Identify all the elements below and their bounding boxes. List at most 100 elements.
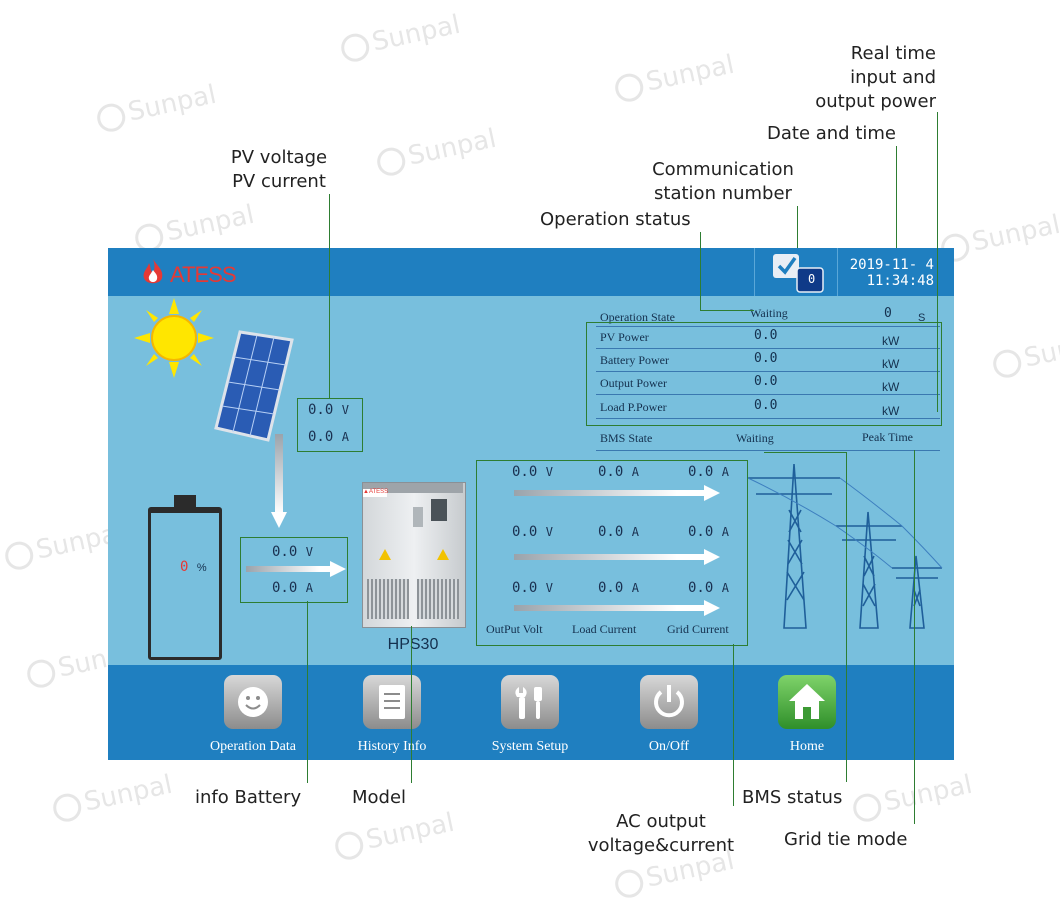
home-label[interactable]: Home xyxy=(789,739,825,754)
ac-flow-arrowhead-2 xyxy=(704,549,720,565)
table-row: Output Power 0.0 kW xyxy=(596,372,940,395)
watermark: Sunpal xyxy=(374,124,499,179)
bms-state-label: BMS State xyxy=(600,431,653,445)
load-power-value: 0.0 xyxy=(754,398,778,413)
watermark: Sunpal xyxy=(612,50,737,105)
callout-info-battery: info Battery xyxy=(195,787,302,808)
callout-realtime-power: Real time input and output power xyxy=(815,43,936,112)
grid-towers-image xyxy=(747,463,943,629)
callout-grid-tie: Grid tie mode xyxy=(784,829,908,850)
table-row: PV Power 0.0 kW xyxy=(596,326,940,349)
table-row: Load P.Power 0.0 kW xyxy=(596,396,940,419)
watermark: Sunpal xyxy=(338,10,463,65)
ac-load-current-2: 0.0 A xyxy=(598,524,639,540)
label-output-volt: OutPut Volt xyxy=(486,622,543,636)
pv-current: 0.0 A xyxy=(308,429,349,445)
ac-output-volt-1: 0.0 V xyxy=(512,464,553,480)
battery-voltage: 0.0 V xyxy=(272,544,313,560)
system-setup-label[interactable]: System Setup xyxy=(491,739,569,754)
callout-line xyxy=(700,232,701,310)
battery-icon xyxy=(148,507,222,660)
battery-readings-box xyxy=(240,537,348,603)
callout-line xyxy=(797,206,798,248)
tools-icon xyxy=(515,687,542,719)
pv-power-label: PV Power xyxy=(600,330,649,344)
system-setup-button[interactable] xyxy=(501,675,559,729)
ac-grid-current-3: 0.0 A xyxy=(688,580,729,596)
callout-line xyxy=(846,452,847,782)
home-icon xyxy=(789,684,825,719)
callout-bms-status: BMS status xyxy=(742,787,843,808)
callout-line xyxy=(914,450,915,824)
comm-station-panel[interactable]: 0 xyxy=(754,248,838,296)
callout-comm-station: Communication station number xyxy=(652,159,794,204)
ac-flow-arrow-2 xyxy=(514,554,706,560)
operation-data-label[interactable]: Operation Data xyxy=(210,739,296,754)
bms-state-row: BMS State Waiting Peak Time xyxy=(596,428,940,451)
power-icon xyxy=(654,685,684,718)
battery-power-label: Battery Power xyxy=(600,353,669,367)
sun-icon xyxy=(134,298,214,378)
operation-state-label: Operation State xyxy=(600,310,675,324)
watermark: Sunpal xyxy=(94,80,219,135)
callout-line xyxy=(307,601,308,783)
operation-timer: 0 xyxy=(884,306,892,321)
callout-line xyxy=(764,452,846,453)
ac-output-volt-3: 0.0 V xyxy=(512,580,553,596)
callout-date-time: Date and time xyxy=(767,123,896,144)
callout-ac-output: AC output voltage&current xyxy=(587,811,735,856)
ac-load-current-3: 0.0 A xyxy=(598,580,639,596)
grid-tie-mode-value: Peak Time xyxy=(862,430,914,444)
label-load-current: Load Current xyxy=(572,622,637,636)
callout-line xyxy=(733,644,734,806)
date-time: 2019-11- 4 11:34:48 xyxy=(844,257,934,289)
hmi-screen: ATESS 0 2019-11- 4 11:34:48 xyxy=(108,248,954,760)
battery-arrow xyxy=(246,566,332,572)
callout-model: Model xyxy=(352,787,407,808)
time-text: 11:34:48 xyxy=(866,273,934,289)
battery-current: 0.0 A xyxy=(272,580,313,596)
bms-state-value: Waiting xyxy=(736,431,774,445)
ac-flow-arrow-1 xyxy=(514,490,706,496)
load-power-label: Load P.Power xyxy=(600,400,667,414)
top-bar: ATESS 0 2019-11- 4 11:34:48 xyxy=(108,248,954,296)
callout-line xyxy=(700,310,754,311)
solar-panel-icon xyxy=(214,330,294,442)
date-text: 2019-11- 4 xyxy=(849,257,934,273)
operation-data-button[interactable] xyxy=(224,675,282,729)
table-row: Battery Power 0.0 kW xyxy=(596,349,940,372)
watermark: Sunpal xyxy=(990,326,1060,381)
ac-load-current-1: 0.0 A xyxy=(598,464,639,480)
watermark: Sunpal xyxy=(332,808,457,863)
ac-flow-arrowhead-3 xyxy=(704,600,720,616)
home-button[interactable] xyxy=(778,675,836,729)
document-icon xyxy=(379,685,405,719)
on-off-label[interactable]: On/Off xyxy=(648,739,690,754)
watermark: Sunpal xyxy=(132,200,257,255)
watermark: Sunpal xyxy=(938,210,1060,265)
history-info-label[interactable]: History Info xyxy=(357,739,427,754)
pv-down-arrowhead xyxy=(271,512,287,528)
smiley-icon xyxy=(238,687,268,717)
battery-power-unit: kW xyxy=(882,357,900,371)
pv-power-value: 0.0 xyxy=(754,328,778,343)
ac-grid-current-1: 0.0 A xyxy=(688,464,729,480)
pv-readings-box xyxy=(297,398,363,452)
flame-icon xyxy=(143,259,163,284)
ac-output-box xyxy=(476,460,748,646)
comm-station-number: 0 xyxy=(808,272,816,286)
pv-power-unit: kW xyxy=(882,334,900,348)
callout-operation-status: Operation status xyxy=(540,209,691,230)
callout-line xyxy=(896,146,897,248)
on-off-button[interactable] xyxy=(640,675,698,729)
callout-line xyxy=(329,194,330,398)
ac-output-volt-2: 0.0 V xyxy=(512,524,553,540)
battery-terminal xyxy=(174,495,196,507)
inverter-cabinet-image: ▲ATESS xyxy=(362,482,466,628)
brand-logo: ATESS xyxy=(138,257,268,287)
callout-line xyxy=(937,112,938,412)
model-name: HPS30 xyxy=(387,636,439,653)
history-info-button[interactable] xyxy=(363,675,421,729)
operation-state-row: Operation State Waiting 0 S xyxy=(596,304,940,327)
comm-station-icon xyxy=(773,254,824,293)
